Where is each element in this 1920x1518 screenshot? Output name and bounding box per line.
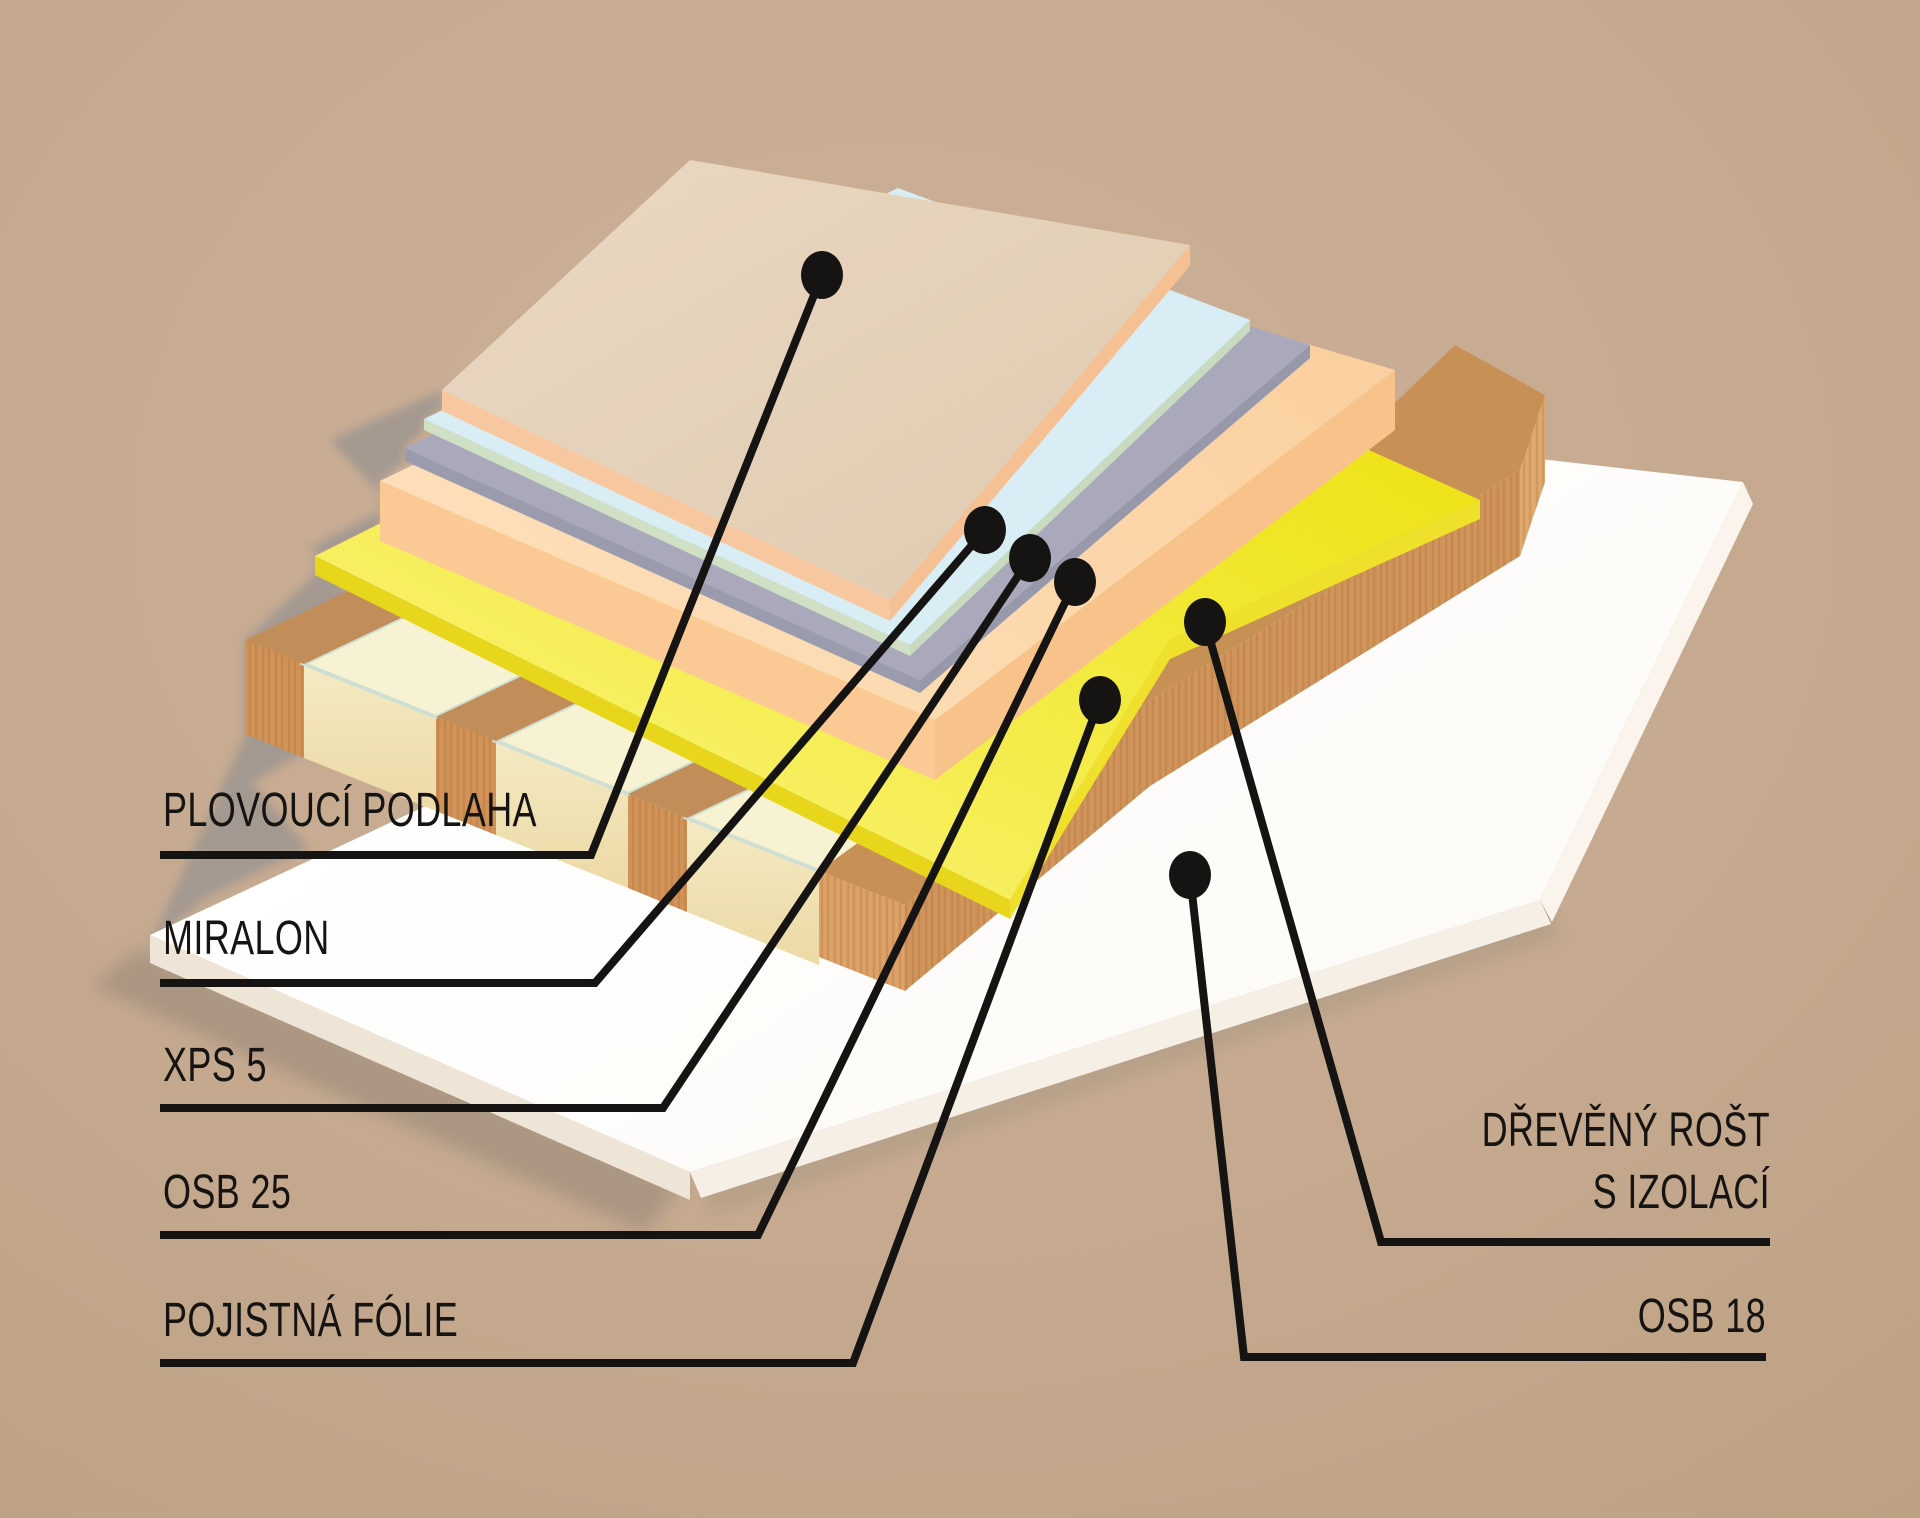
callout-dot-foil (1079, 676, 1121, 724)
labels-right: DŘEVĚNÝ ROŠT S IZOLACÍ OSB 18 (1482, 1103, 1770, 1342)
label-wood-grid-line1: DŘEVĚNÝ ROŠT (1482, 1103, 1770, 1156)
callout-line-miralon (160, 527, 989, 987)
callout-dots (801, 251, 1226, 899)
callout-lines (160, 273, 1770, 1367)
layer-miralon-front-left-face (424, 419, 910, 656)
layer-osb25-front-left-face (380, 481, 935, 780)
label-osb25: OSB 25 (163, 1165, 291, 1218)
rim-plank-front-right-grain (905, 470, 1520, 991)
label-xps: XPS 5 (163, 1038, 267, 1091)
layer-xps-front-right-face (920, 345, 1310, 693)
layer-osb18-front-right-face (690, 900, 1551, 1198)
callout-dot-osb25 (1054, 558, 1096, 606)
label-osb18: OSB 18 (1638, 1289, 1766, 1342)
insulation-front-1 (304, 664, 436, 811)
layer-miralon-front-right-face (910, 320, 1250, 656)
joist-front-faces (245, 640, 687, 912)
label-foil: POJISTNÁ FÓLIE (163, 1293, 458, 1346)
layer-osb18-right-tip-face (1540, 482, 1753, 922)
layer-topboard-top (442, 160, 1190, 600)
callout-dot-osb18 (1169, 851, 1211, 899)
callout-line-foil (160, 698, 1104, 1367)
layer-osb18-front-left-face (150, 935, 690, 1200)
label-floating-floor: PLOVOUCÍ PODLAHA (163, 783, 537, 836)
rim-plank-end-grain (1520, 395, 1545, 556)
callout-line-wood-grid (1201, 620, 1770, 1246)
callout-line-osb18 (1186, 874, 1766, 1361)
labels-left: PLOVOUCÍ PODLAHA MIRALON XPS 5 OSB 25 PO… (163, 783, 537, 1346)
callout-line-floating-floor (160, 273, 826, 859)
label-wood-grid-line2: S IZOLACÍ (1593, 1165, 1770, 1218)
callout-dot-xps (1009, 534, 1051, 582)
rim-plank-sw-end-grain (819, 871, 905, 991)
layer-foil-front-left-face (315, 556, 1010, 919)
base-shadow-left (92, 950, 680, 1232)
callout-dot-wood-grid (1184, 598, 1226, 646)
layer-osb25-front-right-face (935, 370, 1395, 780)
callout-line-osb25 (160, 580, 1079, 1239)
callout-dot-floating-floor (801, 251, 843, 299)
callout-dot-miralon (964, 506, 1006, 554)
label-miralon: MIRALON (163, 911, 330, 964)
callout-line-xps (160, 555, 1034, 1112)
layer-topboard-front-left-face (442, 390, 890, 621)
layer-xps-front-left-face (405, 448, 920, 693)
